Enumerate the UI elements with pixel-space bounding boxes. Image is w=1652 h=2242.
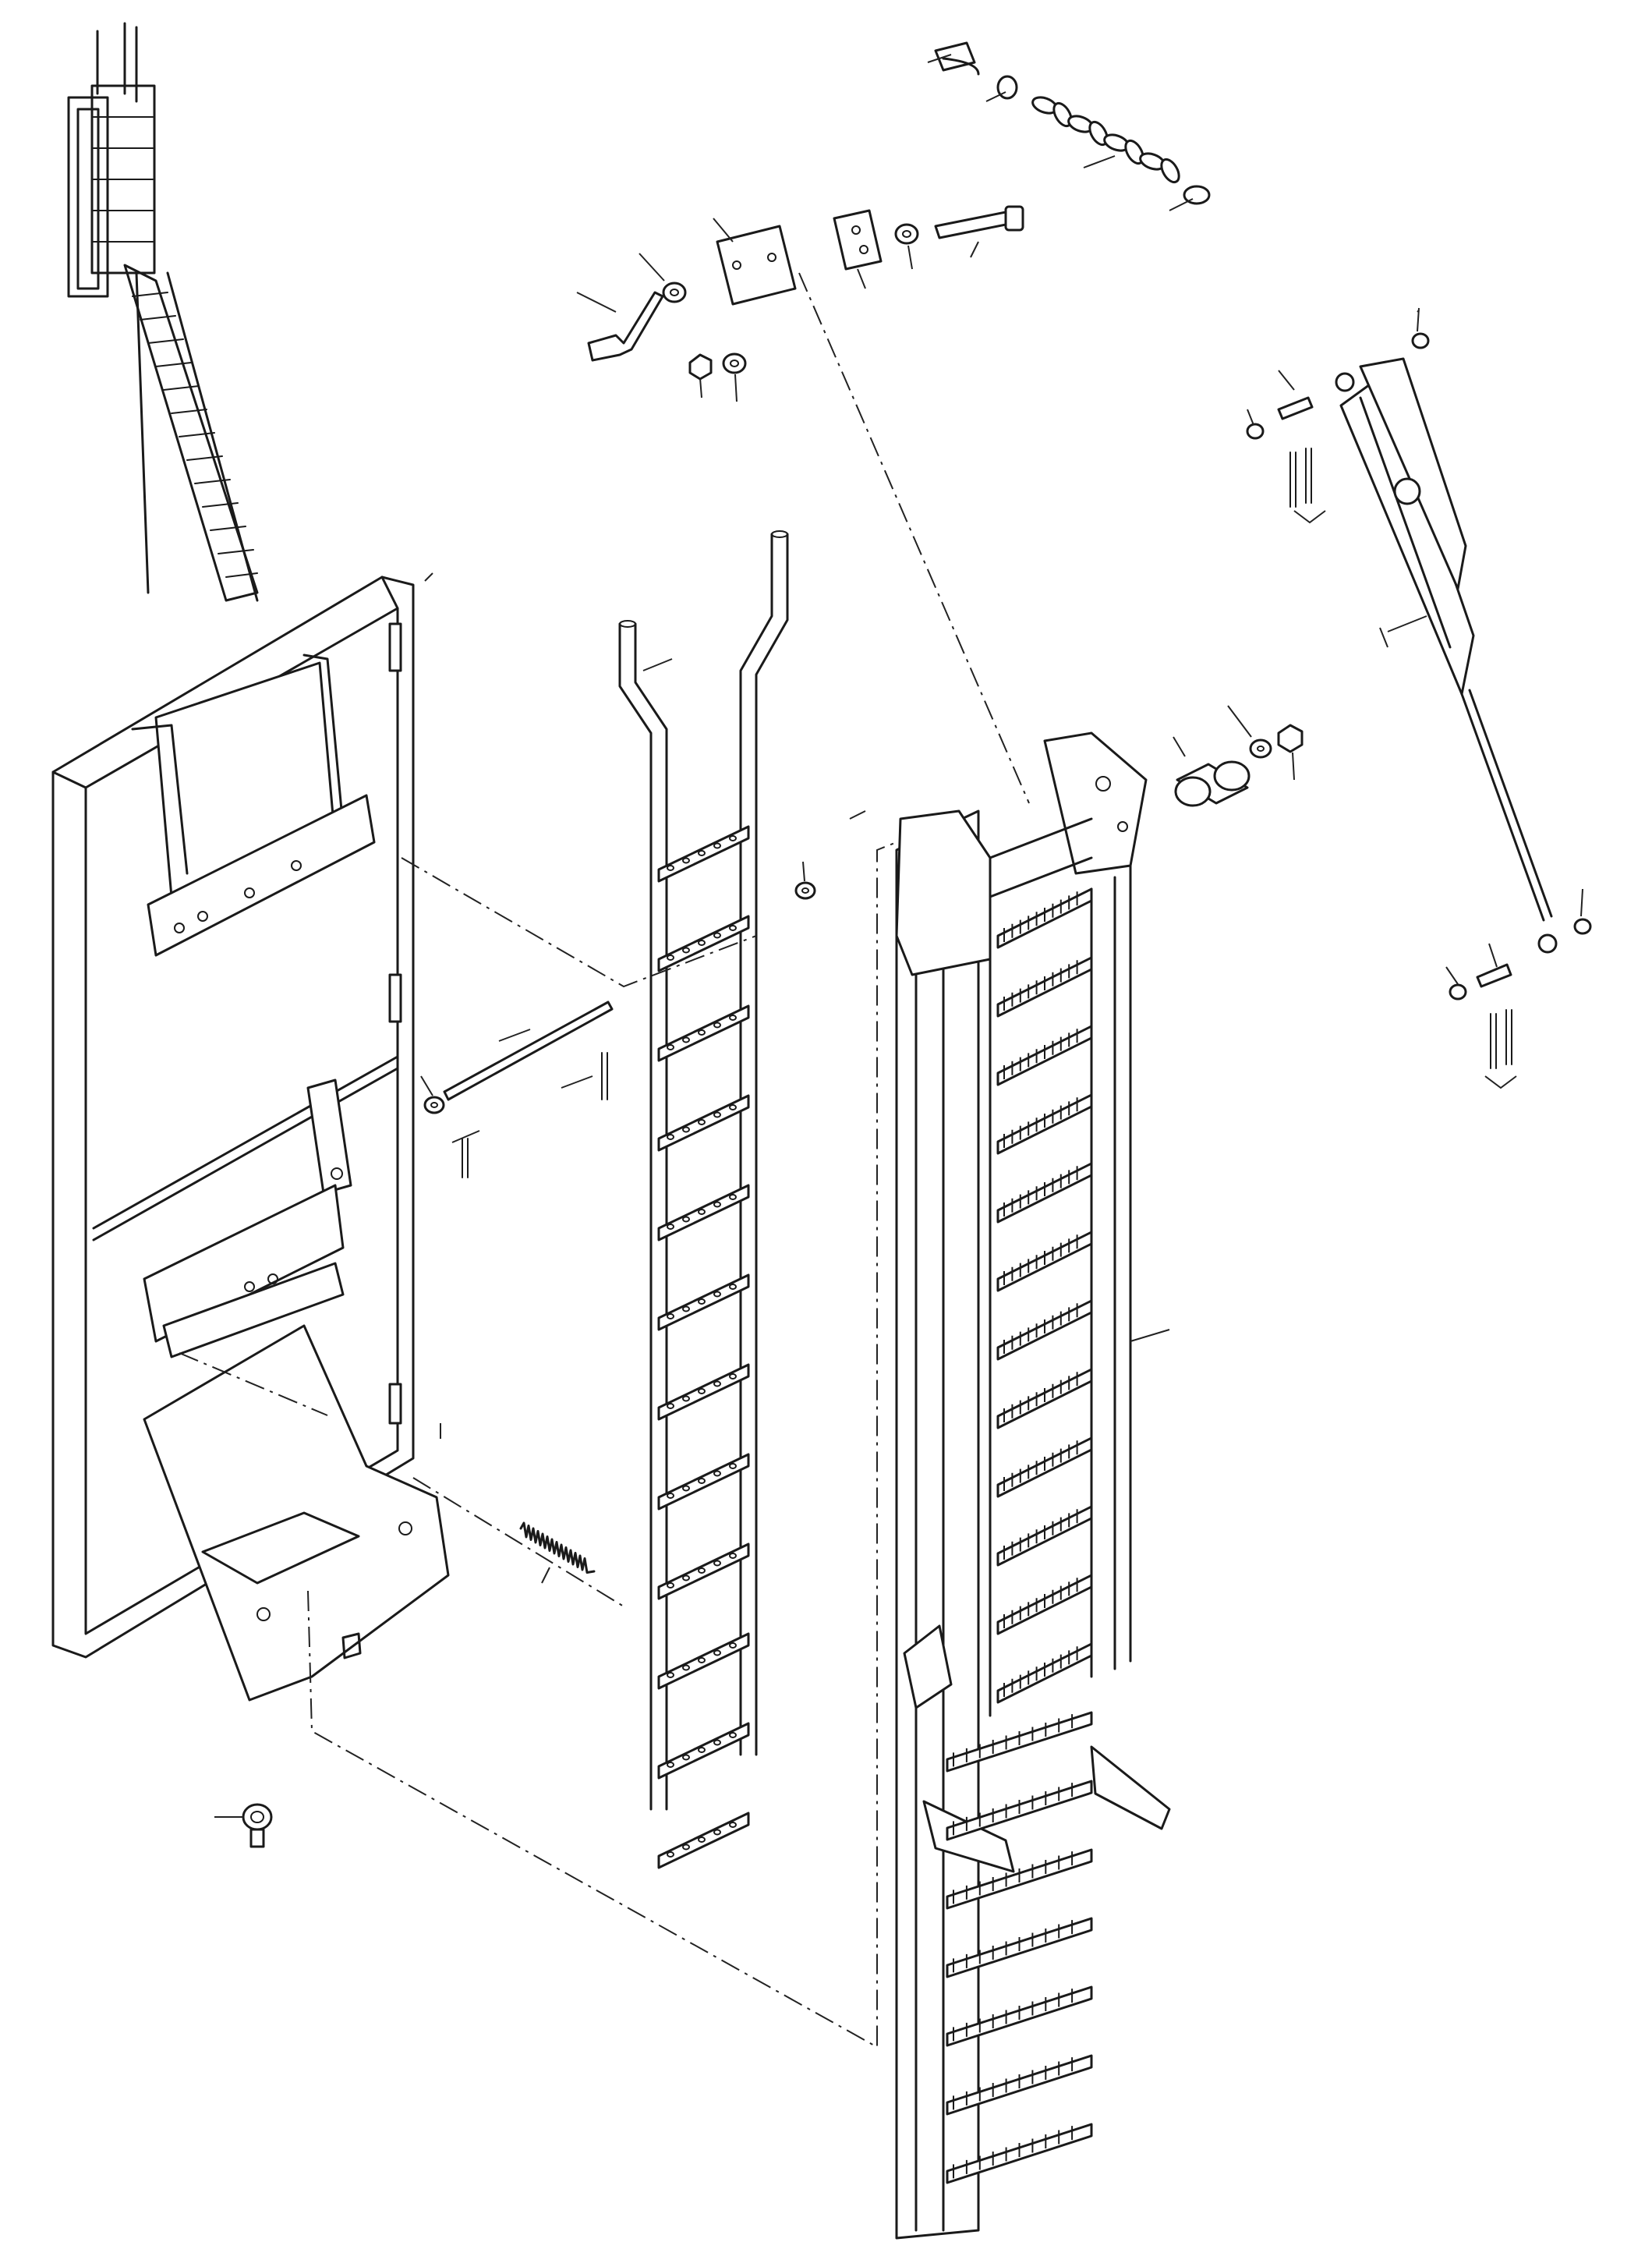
stair-tread (996, 887, 1093, 949)
ladder-rung (657, 1363, 750, 1421)
hand-rail-ladder (618, 530, 789, 1869)
ladder-rung (657, 1453, 750, 1511)
stair-tread (946, 2123, 1093, 2184)
hinge-pin (443, 1001, 614, 1101)
stair-tread (946, 2054, 1093, 2116)
tension-spring (519, 1521, 596, 1574)
hinge-plate (716, 209, 883, 306)
callout-leaders (214, 54, 1583, 1818)
ladder-rung (657, 1722, 750, 1780)
assembly-centerlines (179, 272, 1030, 2049)
stair-tread (996, 1231, 1093, 1292)
stair-tread (996, 1574, 1093, 1635)
chain-link (1088, 120, 1109, 147)
stair-tread (946, 1848, 1093, 1910)
washer (423, 223, 1592, 1114)
overview-thumbnail (67, 22, 259, 602)
stair-tread (996, 1162, 1093, 1224)
chain-link (1124, 139, 1144, 165)
stair-tread (996, 956, 1093, 1018)
ladder-rung (657, 1632, 750, 1690)
cotter-pin (462, 448, 1512, 1178)
eye-bolt (242, 1803, 273, 1848)
chain-link (1052, 101, 1073, 128)
gas-strut (1335, 357, 1558, 954)
ladder-rung (657, 1812, 750, 1869)
ladder-rung (657, 1184, 750, 1241)
stair-tread (946, 1917, 1093, 1978)
ladder-rung (657, 1004, 750, 1062)
stair-tread (946, 1985, 1093, 2047)
stair-tread (996, 1642, 1093, 1704)
shackle (934, 41, 1018, 100)
clevis-pin (1277, 396, 1512, 988)
stair-tread (996, 1299, 1093, 1361)
ladder-rung (657, 1542, 750, 1600)
stair-tread (946, 1780, 1093, 1841)
ladder-rung (657, 825, 750, 883)
stair-tread (996, 1505, 1093, 1567)
chain (1031, 96, 1180, 184)
bolt (587, 205, 1024, 362)
ladder-rung (657, 1273, 750, 1331)
stair-tread (996, 1025, 1093, 1086)
spacer-bushing (1174, 760, 1250, 807)
ladder-rung (657, 1094, 750, 1152)
lock-nut (688, 353, 1304, 753)
ladder-rung (657, 915, 750, 972)
stair-tread (996, 1436, 1093, 1498)
stair-tread (996, 1368, 1093, 1429)
folding-stair-assembly (895, 731, 1171, 2240)
mounting-frame (51, 576, 450, 1702)
stair-tread (946, 1711, 1093, 1773)
stair-tread (996, 1093, 1093, 1155)
chain-link (1160, 158, 1180, 184)
